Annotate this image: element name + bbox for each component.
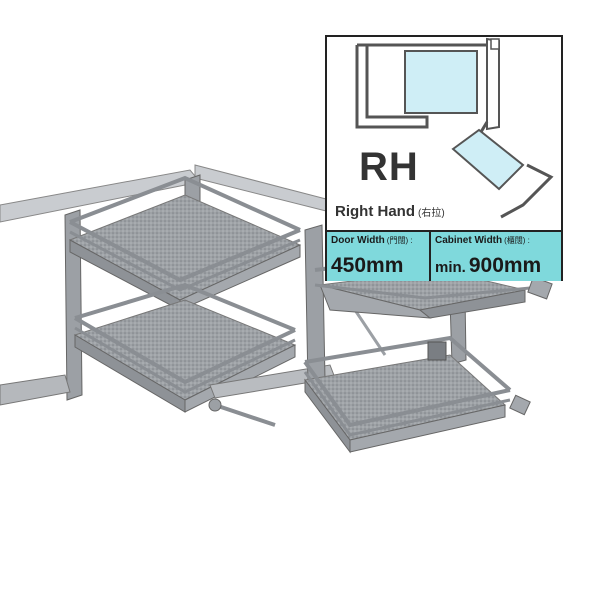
cabinet-width-value: min.900mm: [435, 254, 542, 277]
cabinet-layout-diagram-icon: [355, 37, 554, 219]
upper-left-basket: [68, 175, 302, 311]
spec-card: RH Right Hand(右拉) Door Width(門闊) : 450mm…: [325, 35, 563, 281]
hand-label-en: Right Hand: [335, 203, 415, 220]
hand-label-cn: (右拉): [418, 208, 445, 219]
door-width-cell: Door Width(門闊) : 450mm: [327, 232, 431, 281]
spec-table: Door Width(門闊) : 450mm Cabinet Width(櫃闊)…: [327, 230, 561, 281]
hand-code: RH: [359, 145, 419, 189]
lower-right-basket: [303, 335, 531, 454]
door-width-value: 450mm: [331, 254, 404, 277]
cabinet-width-cell: Cabinet Width(櫃闊) : min.900mm: [431, 232, 561, 281]
door-width-label: Door Width(門闊) :: [331, 235, 413, 246]
cabinet-width-label: Cabinet Width(櫃闊) :: [435, 235, 530, 246]
lower-left-basket: [73, 282, 297, 413]
hand-label: Right Hand(右拉): [335, 203, 445, 220]
